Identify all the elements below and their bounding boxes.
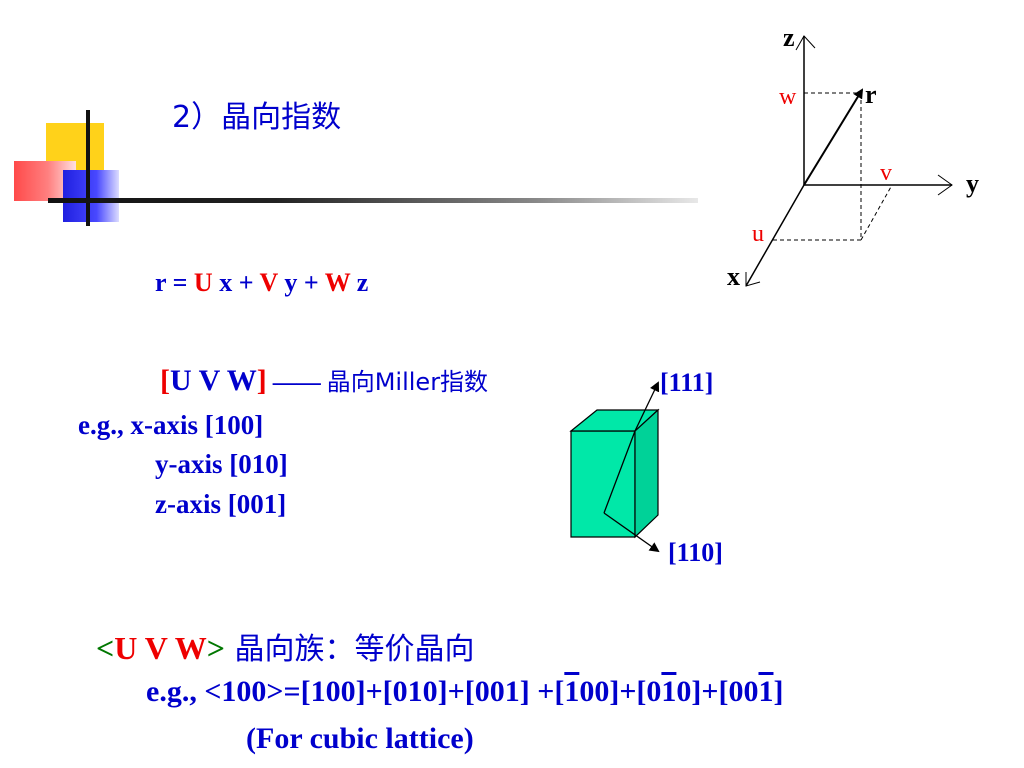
z-axis-label: z [783,23,795,52]
family-uvw: U V W [114,630,207,666]
eq-W: W [324,268,351,297]
fam-ex-part-3: 0]+[00 [676,675,759,708]
eq-x: x + [212,268,260,297]
direction-110-label: [110] [668,538,723,567]
example-y-axis: y-axis [010] [155,449,288,479]
direction-111-label: [111] [660,368,714,397]
eq-V: V [259,268,278,297]
fam-ex-bar-1: 1 [564,675,580,708]
fam-ex-bar-3: 1 [758,675,774,708]
bracket-open: [ [160,364,170,397]
eq-U: U [193,268,213,297]
cubic-lattice-note: (For cubic lattice) [246,722,474,755]
axes-diagram: z y x r w v u [727,23,979,291]
decor-blue-square [63,170,119,222]
vector-equation: r = U x + V y + W z [155,268,368,298]
cube-diagram [569,381,660,553]
v-component-label: v [880,160,892,186]
family-label: 晶向族：等价晶向 [224,632,475,667]
z-axis-arrowhead [795,35,816,51]
notation-dash: —— [266,370,327,396]
x-axis-label: x [727,262,740,291]
direction-110-arrow [603,512,660,553]
w-component-label: w [779,84,797,110]
bracket-close: ] [256,364,267,397]
family-close: > [206,630,225,666]
eq-equals: = [166,268,194,297]
notation-uvw: U V W [170,364,257,397]
r-vector-label: r [865,80,877,109]
fam-ex-part-2: 00]+[0 [579,675,662,708]
x-axis-arrowhead [745,272,761,287]
direction-111-arrow [603,381,660,514]
example-x-axis: e.g., x-axis [100] [78,410,263,441]
example-z-axis: z-axis [001] [155,489,287,519]
notation-label: 晶向Miller指数 [326,368,489,396]
fam-ex-bar-2: 1 [661,675,677,708]
example-prefix: e.g., [78,410,131,440]
r-vector [803,88,864,186]
fam-ex-part-1: e.g., <100>=[100]+[010]+[001] +[ [146,675,565,708]
prism-front-face [570,430,636,538]
eq-r: r [155,268,167,297]
projection-lines [773,92,893,241]
decor-vertical-line [86,110,90,226]
y-axis-arrowhead [937,174,953,196]
x-axis-line [745,184,805,287]
family-example: e.g., <100>=[100]+[010]+[001] +[100]+[01… [146,675,783,709]
eq-y: y + [277,268,325,297]
slide-title: 2）晶向指数 [172,100,342,135]
prism-side-face [634,408,659,539]
direction-family: <U V W> 晶向族：等价晶向 [96,624,475,668]
miller-notation: [U V W] —— 晶向Miller指数 [160,362,488,398]
example-x: x-axis [100] [130,410,264,440]
u-component-label: u [752,221,764,247]
eq-z: z [350,268,369,297]
family-open: < [96,630,115,666]
y-axis-label: y [966,169,979,198]
fam-ex-part-4: ] [773,675,784,708]
title-underline [48,198,698,203]
